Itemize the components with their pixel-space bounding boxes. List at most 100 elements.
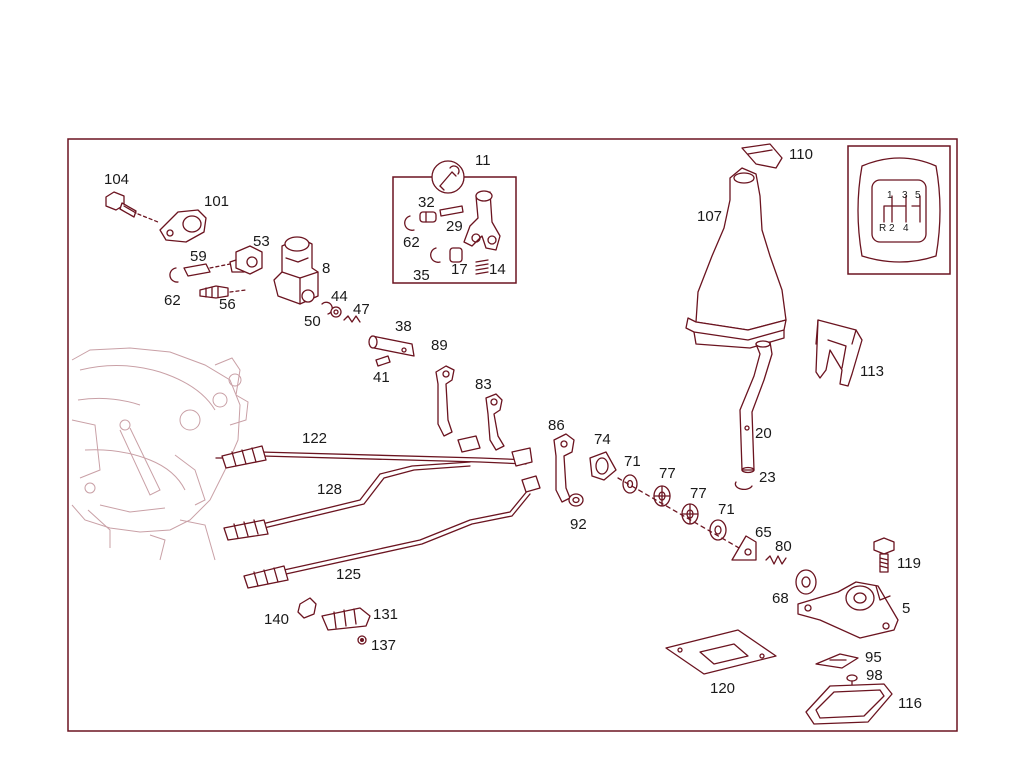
part-53-clip[interactable] xyxy=(229,245,263,275)
part-95-clip[interactable] xyxy=(815,653,859,669)
callout-29[interactable]: 29 xyxy=(446,218,463,235)
callout-50[interactable]: 50 xyxy=(304,313,321,330)
callout-80[interactable]: 80 xyxy=(775,538,792,555)
part-47-spring[interactable] xyxy=(343,315,361,323)
callout-53[interactable]: 53 xyxy=(253,233,270,250)
part-83-lever[interactable] xyxy=(485,393,505,451)
part-65-plate[interactable] xyxy=(731,535,757,561)
callout-104[interactable]: 104 xyxy=(104,171,129,188)
part-41-pin[interactable] xyxy=(375,355,391,367)
callout-59[interactable]: 59 xyxy=(190,248,207,265)
callout-107[interactable]: 107 xyxy=(697,208,722,225)
callout-38[interactable]: 38 xyxy=(395,318,412,335)
part-119-bolt[interactable] xyxy=(873,537,895,573)
part-122-shift-rod[interactable] xyxy=(215,435,533,469)
callout-95[interactable]: 95 xyxy=(865,649,882,666)
part-137-nut[interactable] xyxy=(357,635,367,645)
diagram-frame xyxy=(67,138,958,732)
part-8-selector-housing[interactable] xyxy=(273,236,319,305)
gear-r: R xyxy=(879,223,886,234)
callout-116[interactable]: 116 xyxy=(898,695,922,712)
part-62-circlip-inset[interactable] xyxy=(404,215,415,231)
part-86-lever[interactable] xyxy=(553,433,575,503)
callout-98[interactable]: 98 xyxy=(866,667,883,684)
part-101-bracket[interactable] xyxy=(159,209,207,243)
callout-110[interactable]: 110 xyxy=(789,146,813,163)
callout-74[interactable]: 74 xyxy=(594,431,611,448)
callout-8[interactable]: 8 xyxy=(322,260,330,277)
part-62-circlip[interactable] xyxy=(169,267,179,283)
part-50-nut[interactable] xyxy=(330,306,342,318)
callout-62-inset[interactable]: 62 xyxy=(403,234,420,251)
part-44-washer[interactable] xyxy=(321,301,333,315)
part-74-bearing[interactable] xyxy=(589,451,617,481)
callout-119[interactable]: 119 xyxy=(897,555,921,572)
callout-92[interactable]: 92 xyxy=(570,516,587,533)
part-23-ring[interactable] xyxy=(734,481,753,490)
part-17-bush[interactable] xyxy=(449,247,463,263)
part-14-spring[interactable] xyxy=(475,259,489,275)
callout-89[interactable]: 89 xyxy=(431,337,448,354)
callout-41[interactable]: 41 xyxy=(373,369,390,386)
callout-23[interactable]: 23 xyxy=(759,469,776,486)
part-110-knob[interactable] xyxy=(741,143,783,169)
part-92-bush[interactable] xyxy=(568,493,584,507)
callout-44[interactable]: 44 xyxy=(331,288,348,305)
shift-finger[interactable] xyxy=(463,190,501,251)
part-71-washer[interactable] xyxy=(622,474,638,494)
callout-5[interactable]: 5 xyxy=(902,600,910,617)
callout-128[interactable]: 128 xyxy=(317,481,342,498)
callout-77[interactable]: 77 xyxy=(659,465,676,482)
callout-35[interactable]: 35 xyxy=(413,267,430,284)
part-71-washer-b[interactable] xyxy=(709,519,727,541)
part-113-bracket[interactable] xyxy=(815,319,863,387)
part-80-spring[interactable] xyxy=(765,555,787,565)
callout-65[interactable]: 65 xyxy=(755,524,772,541)
callout-101[interactable]: 101 xyxy=(204,193,229,210)
callout-14[interactable]: 14 xyxy=(489,261,506,278)
part-29-pin[interactable] xyxy=(439,205,464,217)
part-38-shaft[interactable] xyxy=(368,335,415,357)
callout-122[interactable]: 122 xyxy=(302,430,327,447)
part-59-pin[interactable] xyxy=(183,263,231,277)
callout-71[interactable]: 71 xyxy=(624,453,641,470)
part-20-gear-lever[interactable] xyxy=(739,340,773,474)
callout-17[interactable]: 17 xyxy=(451,261,468,278)
part-77-washer[interactable] xyxy=(653,485,671,507)
part-104-bolt[interactable] xyxy=(105,191,159,223)
callout-86[interactable]: 86 xyxy=(548,417,565,434)
callout-120[interactable]: 120 xyxy=(710,680,735,697)
callout-137[interactable]: 137 xyxy=(371,637,396,654)
tool-kit-inset xyxy=(392,160,517,284)
callout-77-b[interactable]: 77 xyxy=(690,485,707,502)
callout-20[interactable]: 20 xyxy=(755,425,772,442)
part-131-joint[interactable] xyxy=(321,607,371,631)
part-32-sleeve[interactable] xyxy=(419,211,437,223)
part-107-shift-boot[interactable] xyxy=(685,167,787,349)
callout-140[interactable]: 140 xyxy=(264,611,289,628)
part-128-shift-rod[interactable] xyxy=(223,461,471,541)
part-68-bush[interactable] xyxy=(795,569,817,595)
part-35-circlip[interactable] xyxy=(430,247,441,263)
transmission-housing xyxy=(71,347,249,561)
callout-68[interactable]: 68 xyxy=(772,590,789,607)
callout-56[interactable]: 56 xyxy=(219,296,236,313)
callout-131[interactable]: 131 xyxy=(373,606,398,623)
part-5-shift-housing[interactable] xyxy=(797,581,899,639)
gear-2: 2 xyxy=(889,223,895,234)
callout-71-b[interactable]: 71 xyxy=(718,501,735,518)
callout-32[interactable]: 32 xyxy=(418,194,435,211)
part-116-frame[interactable] xyxy=(805,683,893,725)
callout-83[interactable]: 83 xyxy=(475,376,492,393)
callout-47[interactable]: 47 xyxy=(353,301,370,318)
part-140-clip[interactable] xyxy=(297,597,317,619)
part-125-shift-rod[interactable] xyxy=(243,475,541,589)
callout-11[interactable]: 11 xyxy=(475,152,491,169)
part-56-bolt[interactable] xyxy=(199,285,247,299)
callout-62[interactable]: 62 xyxy=(164,292,181,309)
part-89-lever[interactable] xyxy=(435,365,455,437)
part-77-washer-b[interactable] xyxy=(681,503,699,525)
part-120-gasket[interactable] xyxy=(665,629,777,675)
callout-113[interactable]: 113 xyxy=(860,363,884,380)
callout-125[interactable]: 125 xyxy=(336,566,361,583)
